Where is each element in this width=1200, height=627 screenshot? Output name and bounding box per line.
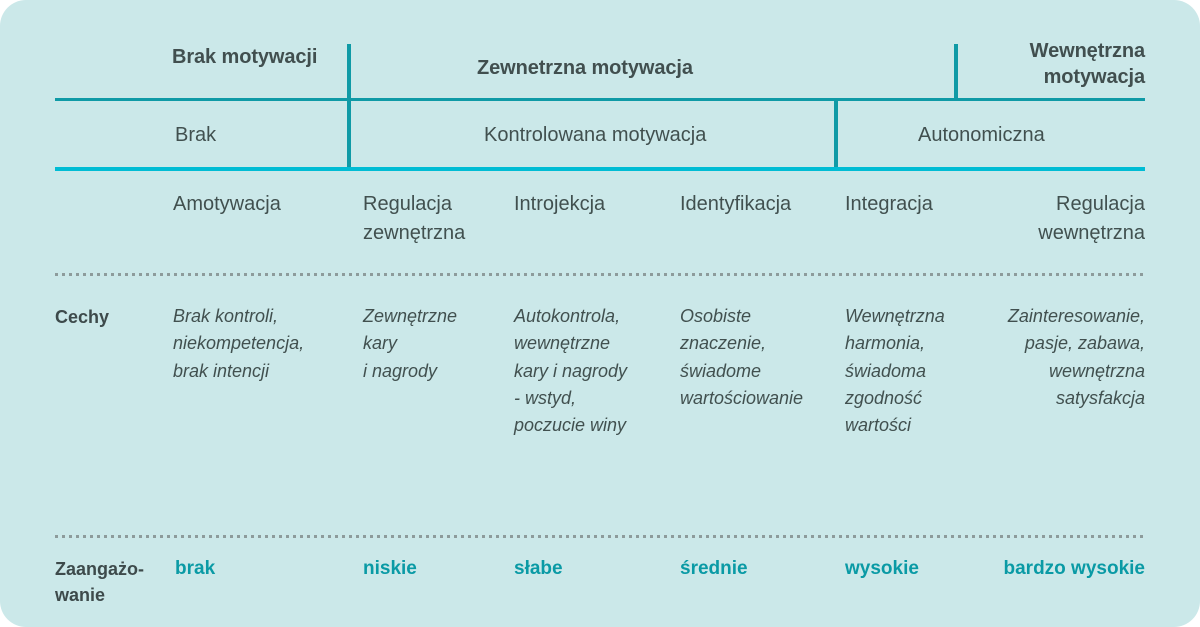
header-kontrolowana-motywacja: Kontrolowana motywacja (484, 124, 707, 146)
subcategory-integracja: Integracja (845, 190, 1005, 219)
zaangazowanie-integracja: wysokie (845, 558, 919, 579)
header-zewnetrzna-motywacja: Zewnetrzna motywacja (477, 57, 693, 79)
rule-under-header-top (55, 98, 1145, 101)
subcategory-amotywacja: Amotywacja (173, 190, 343, 219)
dotted-rule-zaangazowanie (55, 535, 1145, 538)
subcategory-regulacja-wewnetrzna-line2: wewnętrzna (1038, 222, 1145, 244)
subcategory-amotywacja-line1: Amotywacja (173, 193, 281, 215)
header-wewnetrzna-motywacja-line2: motywacja (1043, 66, 1145, 88)
divider-top-1 (347, 44, 351, 100)
dotted-rule-cechy (55, 273, 1145, 276)
cechy-regulacja-wewnetrzna: Zainteresowanie, pasje, zabawa, wewnętrz… (1007, 306, 1145, 409)
cechy-regulacja-zewnetrzna: Zewnętrzne kary i nagrody (363, 306, 458, 381)
cechy-integracja: Wewnętrzna harmonia, świadoma zgodność w… (845, 306, 945, 436)
subcategory-introjekcja: Introjekcja (514, 190, 679, 219)
rule-under-header-second (55, 167, 1145, 171)
zaangazowanie-introjekcja: słabe (514, 558, 563, 579)
zaangazowanie-identyfikacja: średnie (680, 558, 748, 579)
divider-second-1 (347, 101, 351, 167)
row-label-cechy: Cechy (55, 307, 110, 327)
row-label-zaangazowanie-line2: wanie (55, 585, 106, 606)
subcategory-regulacja-zewnetrzna: Regulacja zewnętrzna (363, 190, 528, 248)
subcategory-identyfikacja-line1: Identyfikacja (680, 193, 792, 215)
header-brak: Brak (175, 124, 217, 146)
divider-second-2 (834, 101, 838, 167)
subcategory-regulacja-wewnetrzna-line1: Regulacja (1056, 193, 1145, 215)
header-autonomiczna: Autonomiczna (918, 124, 1045, 146)
zaangazowanie-regulacja-zewnetrzna: niskie (363, 558, 417, 579)
subcategory-integracja-line1: Integracja (845, 193, 933, 215)
subcategory-regulacja-wewnetrzna: Regulacja wewnętrzna (960, 190, 1145, 248)
cechy-introjekcja: Autokontrola, wewnętrzne kary i nagrody … (514, 306, 628, 436)
subcategory-regulacja-zewnetrzna-line2: zewnętrzna (363, 222, 466, 244)
subcategory-introjekcja-line1: Introjekcja (514, 193, 606, 215)
header-wewnetrzna-motywacja-line1: Wewnętrzna (1029, 40, 1145, 62)
row-label-zaangazowanie: Zaangażo- wanie (55, 556, 180, 608)
subcategory-identyfikacja: Identyfikacja (680, 190, 850, 219)
header-brak-motywacji: Brak motywacji (172, 46, 318, 68)
cechy-identyfikacja: Osobiste znaczenie, świadome wartościowa… (680, 306, 804, 409)
subcategory-regulacja-zewnetrzna-line1: Regulacja (363, 193, 452, 215)
row-label-zaangazowanie-line1: Zaangażo- (55, 559, 145, 579)
header-wewnetrzna-motywacja: Wewnętrzna motywacja (930, 38, 1145, 90)
zaangazowanie-regulacja-wewnetrzna: bardzo wysokie (1003, 558, 1146, 579)
cechy-amotywacja: Brak kontroli, niekompetencja, brak inte… (173, 306, 305, 381)
divider-top-2 (954, 44, 958, 100)
zaangazowanie-amotywacja: brak (175, 558, 216, 579)
